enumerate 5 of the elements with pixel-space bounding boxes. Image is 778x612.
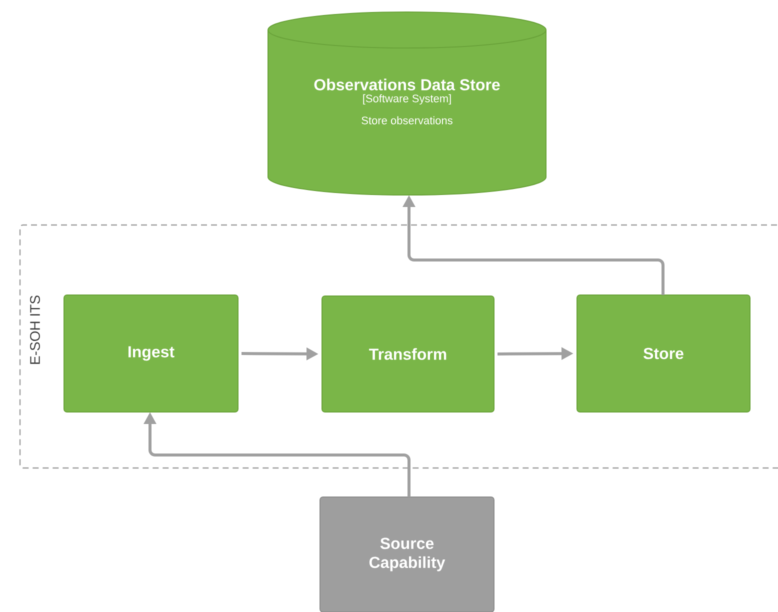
component-box: Transform <box>322 296 494 412</box>
database-cylinder: Observations Data Store [Software System] Store observations <box>268 12 546 196</box>
component-box: Store <box>576 294 750 412</box>
component-box: Ingest <box>64 294 238 412</box>
external-system-box: Source Capability <box>320 496 494 612</box>
